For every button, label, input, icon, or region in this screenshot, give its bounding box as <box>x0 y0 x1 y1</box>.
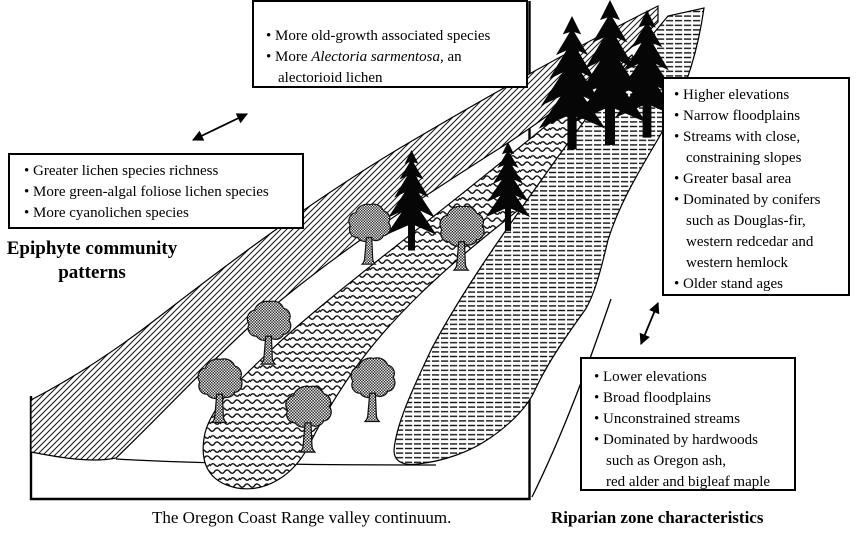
bullet-item: Dominated by hardwoods such as Oregon as… <box>594 430 790 493</box>
unconstrained-reach-box: Lower elevationsBroad floodplainsUnconst… <box>580 357 796 491</box>
bullet-item: Unconstrained streams <box>594 409 790 430</box>
bullet-item: Greater basal area <box>674 169 844 190</box>
bullet-item: Broad floodplains <box>594 388 790 409</box>
bullet-item: Narrow floodplains <box>674 106 844 127</box>
bullet-item: Dominated by conifers such as Douglas-fi… <box>674 190 844 274</box>
constrained-reach-box: Higher elevationsNarrow floodplainsStrea… <box>662 77 850 296</box>
bullet-item: More Alectoria sarmentosa, an alectorioi… <box>266 47 520 89</box>
old-growth-species-list: More old-growth associated speciesMore A… <box>266 26 520 89</box>
old-growth-species-box: More old-growth associated speciesMore A… <box>252 0 528 88</box>
arrow-epiphyte-link <box>192 113 248 141</box>
bullet-item: More green-algal foliose lichen species <box>24 182 298 203</box>
bullet-item: Higher elevations <box>674 85 844 106</box>
riparian-zone-label: Riparian zone characteristics <box>551 508 764 527</box>
mainstem-band <box>393 7 705 466</box>
lichen-richness-box: Greater lichen species richnessMore gree… <box>8 153 304 229</box>
lichen-richness-list: Greater lichen species richnessMore gree… <box>24 161 298 224</box>
epiphyte-community-label: Epiphyte community patterns <box>6 238 178 283</box>
unconstrained-reach-list: Lower elevationsBroad floodplainsUnconst… <box>594 367 790 493</box>
constrained-reach-list: Higher elevationsNarrow floodplainsStrea… <box>674 85 844 295</box>
figure-caption: The Oregon Coast Range valley continuum. <box>152 508 452 527</box>
floodplain-edge-line <box>531 298 612 498</box>
bullet-item: Lower elevations <box>594 367 790 388</box>
bullet-item: More cyanolichen species <box>24 203 298 224</box>
bullet-item: More old-growth associated species <box>266 26 520 47</box>
bullet-item: Streams with close, constraining slopes <box>674 127 844 169</box>
bullet-item: Older stand ages <box>674 274 844 295</box>
bullet-item: Greater lichen species richness <box>24 161 298 182</box>
hardwood-tree <box>350 357 396 423</box>
hillslope-band <box>30 5 659 461</box>
arrow-riparian-link <box>639 301 660 346</box>
